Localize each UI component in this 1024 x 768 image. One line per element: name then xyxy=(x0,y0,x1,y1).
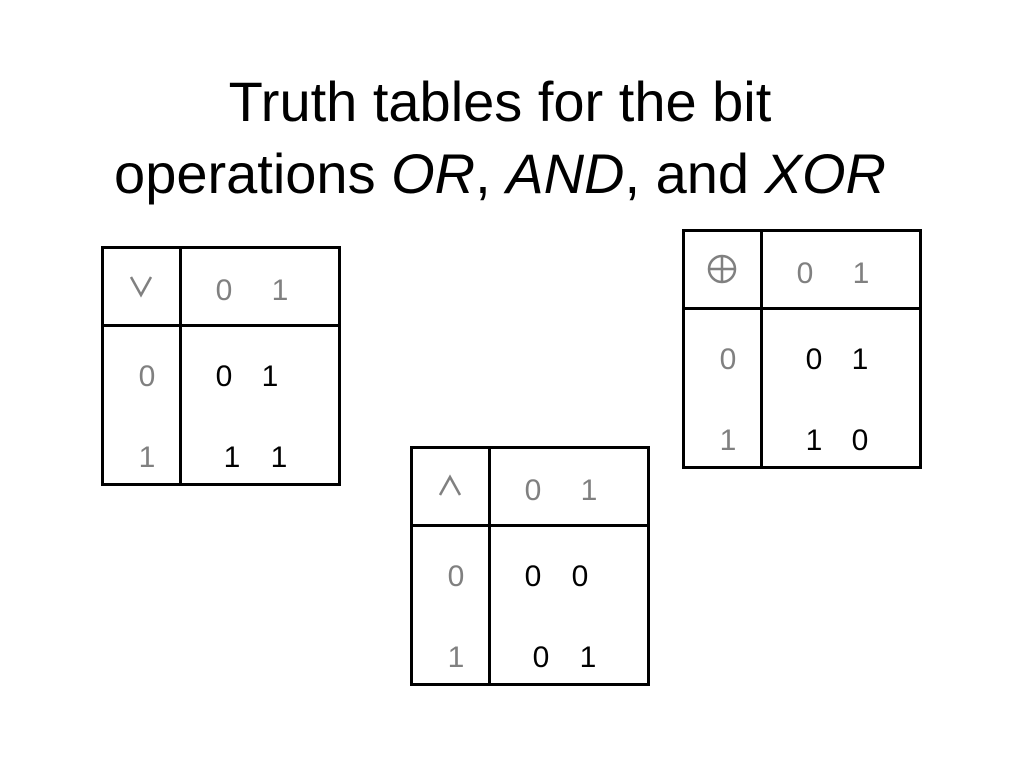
row-header: 1 xyxy=(447,641,465,674)
title-op-and: AND xyxy=(506,142,625,205)
row-header: 1 xyxy=(719,424,737,457)
title-op-or: OR xyxy=(391,142,476,205)
col-header: 1 xyxy=(580,474,598,507)
table-cell: 0 xyxy=(571,560,589,593)
row-header: 0 xyxy=(447,560,465,593)
row-header: 0 xyxy=(719,343,737,376)
table-cell: 1 xyxy=(223,441,241,474)
table-cell: 1 xyxy=(270,441,288,474)
table-divider-vertical xyxy=(179,249,182,483)
slide-title: Truth tables for the bit operations OR, … xyxy=(0,66,1000,210)
col-header: 1 xyxy=(271,274,289,307)
logical-and-icon xyxy=(433,469,467,503)
table-cell: 1 xyxy=(851,343,869,376)
table-cell: 0 xyxy=(532,641,550,674)
col-header: 0 xyxy=(524,474,542,507)
row-header: 1 xyxy=(138,441,156,474)
table-divider-vertical xyxy=(760,232,763,466)
table-divider-horizontal xyxy=(104,324,338,327)
table-cell: 1 xyxy=(261,360,279,393)
title-sep-1: , xyxy=(475,142,507,205)
table-cell: 0 xyxy=(805,343,823,376)
table-cell: 1 xyxy=(579,641,597,674)
col-header: 0 xyxy=(215,274,233,307)
table-cell: 1 xyxy=(805,424,823,457)
table-divider-horizontal xyxy=(413,524,647,527)
title-line-1: Truth tables for the bit xyxy=(228,70,772,133)
col-header: 0 xyxy=(796,257,814,290)
table-cell: 0 xyxy=(524,560,542,593)
col-header: 1 xyxy=(852,257,870,290)
table-divider-vertical xyxy=(488,449,491,683)
title-sep-2: , and xyxy=(624,142,765,205)
table-divider-horizontal xyxy=(685,307,919,310)
title-prefix: operations xyxy=(114,142,392,205)
logical-or-icon xyxy=(124,269,158,303)
or-truth-table: 0 1 0 1 0 1 1 1 xyxy=(101,246,341,486)
row-header: 0 xyxy=(138,360,156,393)
title-op-xor: XOR xyxy=(764,142,886,205)
table-cell: 0 xyxy=(215,360,233,393)
circled-plus-icon xyxy=(705,252,739,286)
xor-truth-table: 0 1 0 1 0 1 1 0 xyxy=(682,229,922,469)
and-truth-table: 0 1 0 1 0 0 0 1 xyxy=(410,446,650,686)
title-line-2: operations OR, AND, and XOR xyxy=(0,138,1000,210)
table-cell: 0 xyxy=(851,424,869,457)
